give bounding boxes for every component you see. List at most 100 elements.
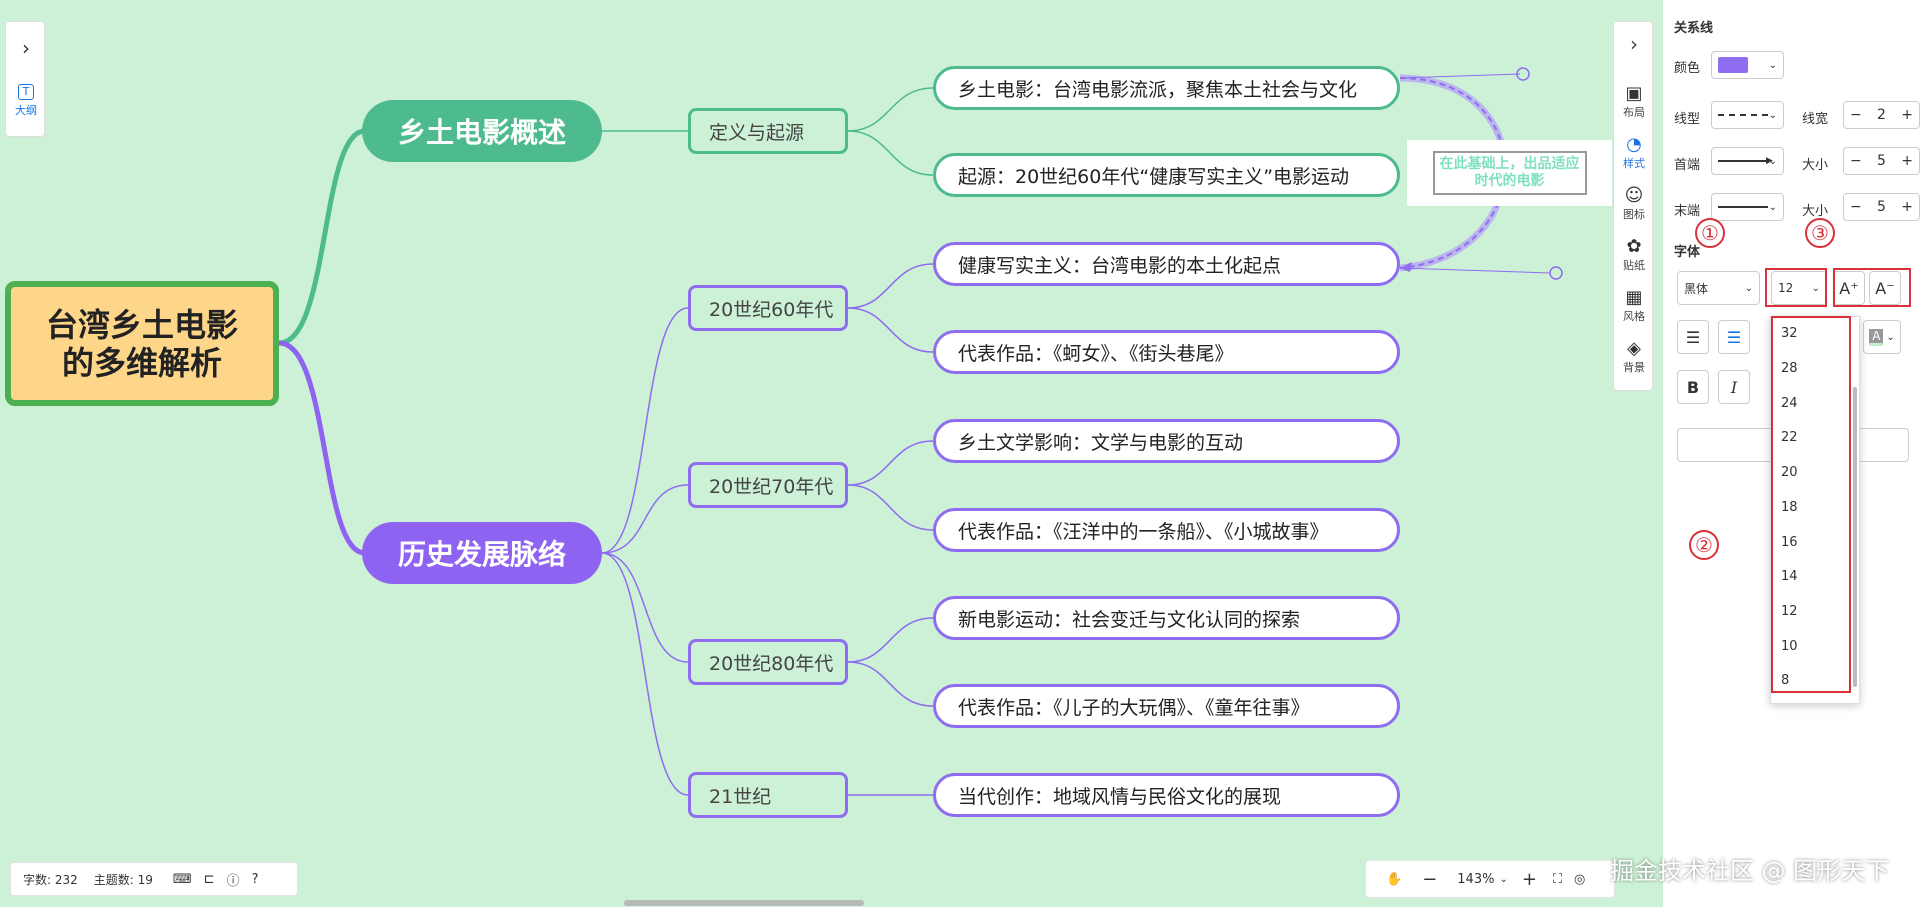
align-center-button[interactable]: ☰ xyxy=(1718,320,1750,354)
keyboard-icon[interactable]: ⌨ xyxy=(172,871,192,887)
branch-overview[interactable]: 乡土电影概述 xyxy=(362,100,602,162)
toolbar-stickers-label: 贴纸 xyxy=(1623,259,1645,272)
topic-count: 主题数: 19 xyxy=(93,872,153,887)
line-color-select[interactable]: ⌄ xyxy=(1711,51,1784,79)
font-size-option[interactable]: 16 xyxy=(1781,535,1798,550)
minus-icon[interactable]: − xyxy=(1850,107,1862,123)
style-panel: 关系线 颜色 ⌄ 线型 ⌄ 线宽 −2+ 首端 ▶ ⌄ 大小 −5+ 末端 ⌄ … xyxy=(1663,0,1920,907)
info-icon[interactable]: ⓘ xyxy=(226,873,240,889)
leaf-topic[interactable]: 起源：20世纪60年代“健康写实主义”电影运动 xyxy=(933,153,1400,197)
align-left-button[interactable]: ☰ xyxy=(1677,320,1709,354)
font-size-option[interactable]: 28 xyxy=(1781,361,1798,376)
minus-icon[interactable]: − xyxy=(1850,153,1862,169)
structure-icon[interactable]: ⊏ xyxy=(203,871,215,887)
arrow-line-icon xyxy=(1718,160,1768,162)
leaf-topic-text: 健康写实主义：台湾电影的本土化起点 xyxy=(958,254,1282,277)
font-size-option[interactable]: 22 xyxy=(1781,430,1798,445)
font-color-button[interactable]: A⌄ xyxy=(1863,320,1901,354)
toolbar-icons-label: 图标 xyxy=(1623,208,1645,221)
toolbar-stickers[interactable]: ✿贴纸 xyxy=(1614,237,1654,273)
end-size-stepper[interactable]: −5 + xyxy=(1843,193,1920,221)
relation-label-text[interactable]: 在此基础上，出品适应时代的电影 xyxy=(1432,151,1587,195)
subtopic-1960s[interactable]: 20世纪60年代 xyxy=(688,285,848,331)
root-topic[interactable]: 台湾乡土电影的多维解析 xyxy=(5,281,279,406)
section-title: 关系线 xyxy=(1674,21,1714,36)
subtopic-21st-century[interactable]: 21世纪 xyxy=(688,772,848,818)
toolbar-layout[interactable]: ▣布局 xyxy=(1614,84,1654,120)
chevron-down-icon: ⌄ xyxy=(1886,331,1895,343)
font-size-select[interactable]: 12 ⌄ xyxy=(1771,271,1827,305)
branch-history[interactable]: 历史发展脉络 xyxy=(362,522,602,584)
end-size-value: 5 xyxy=(1877,199,1886,215)
help-icon[interactable]: ? xyxy=(251,871,259,887)
zoom-out-icon[interactable]: − xyxy=(1422,868,1438,890)
font-size-option[interactable]: 8 xyxy=(1781,673,1790,688)
font-decrease-button[interactable]: A⁻ xyxy=(1869,271,1901,305)
font-size-option[interactable]: 12 xyxy=(1781,604,1798,619)
font-family-select[interactable]: 黑体 ⌄ xyxy=(1677,271,1760,305)
dropdown-scrollbar[interactable] xyxy=(1853,387,1857,687)
subtopic-1970s-text: 20世纪70年代 xyxy=(709,475,834,498)
zoom-in-icon[interactable]: + xyxy=(1521,868,1537,890)
chevron-down-icon[interactable]: ⌄ xyxy=(1499,873,1508,885)
subtopic-1970s[interactable]: 20世纪70年代 xyxy=(688,462,848,508)
minus-icon[interactable]: − xyxy=(1850,199,1862,215)
font-size-option[interactable]: 20 xyxy=(1781,465,1798,480)
toolbar-style-label: 样式 xyxy=(1623,157,1645,170)
toolbar-icons[interactable]: ☺ 图标 xyxy=(1614,186,1654,222)
font-increase-button[interactable]: A⁺ xyxy=(1833,271,1865,305)
end-arrow-select[interactable]: ⌄ xyxy=(1711,193,1784,221)
font-size-option[interactable]: 18 xyxy=(1781,500,1798,515)
chevron-down-icon: ⌄ xyxy=(1768,155,1777,167)
plus-icon[interactable]: + xyxy=(1901,199,1913,215)
leaf-topic[interactable]: 当代创作：地域风情与民俗文化的展现 xyxy=(933,773,1400,817)
toolbar-background[interactable]: ◈背景 xyxy=(1614,339,1654,375)
chevron-right-icon[interactable]: › xyxy=(22,36,30,60)
italic-button[interactable]: I xyxy=(1718,370,1750,404)
toolbar-background-label: 背景 xyxy=(1623,361,1645,374)
zoom-value[interactable]: 143% xyxy=(1457,871,1495,887)
arrow-head-icon: ▶ xyxy=(1766,156,1773,166)
plus-icon[interactable]: + xyxy=(1901,153,1913,169)
leaf-topic-text: 当代创作：地域风情与民俗文化的展现 xyxy=(958,785,1282,808)
toolbar-style[interactable]: ◔样式 xyxy=(1614,135,1654,171)
horizontal-scrollbar[interactable] xyxy=(624,900,864,906)
leaf-topic[interactable]: 新电影运动：社会变迁与文化认同的探索 xyxy=(933,596,1400,640)
leaf-topic-text: 代表作品：《蚵女》、《街头巷尾》 xyxy=(958,342,1234,365)
leaf-topic[interactable]: 代表作品：《蚵女》、《街头巷尾》 xyxy=(933,330,1400,374)
chevron-down-icon: ⌄ xyxy=(1811,282,1820,294)
toolbar-layout-label: 布局 xyxy=(1623,106,1645,119)
relation-label-box[interactable]: 在此基础上，出品适应时代的电影 xyxy=(1407,140,1612,206)
leaf-topic[interactable]: 乡土电影：台湾电影流派，聚焦本土社会与文化 xyxy=(933,66,1400,110)
fit-screen-icon[interactable]: ⛶ xyxy=(1552,871,1563,887)
font-size-value: 12 xyxy=(1778,281,1794,295)
subtopic-1980s[interactable]: 20世纪80年代 xyxy=(688,639,848,685)
leaf-topic[interactable]: 乡土文学影响：文学与电影的互动 xyxy=(933,419,1400,463)
locate-icon[interactable]: ◎ xyxy=(1574,871,1586,887)
start-size-stepper[interactable]: −5+ xyxy=(1843,147,1920,175)
subtopic-1960s-text: 20世纪60年代 xyxy=(709,298,834,321)
line-width-stepper[interactable]: −2+ xyxy=(1843,101,1920,129)
font-size-option[interactable]: 24 xyxy=(1781,396,1798,411)
hand-icon[interactable]: ✋ xyxy=(1386,871,1403,887)
left-outline-panel: › T 大纲 xyxy=(5,21,45,137)
toolbar-theme[interactable]: ▦风格 xyxy=(1614,288,1654,324)
outline-button[interactable]: T 大纲 xyxy=(6,84,46,118)
font-size-option[interactable]: 10 xyxy=(1781,639,1798,654)
start-arrow-select[interactable]: ▶ ⌄ xyxy=(1711,147,1784,175)
leaf-topic[interactable]: 代表作品：《儿子的大玩偶》、《童年往事》 xyxy=(933,684,1400,728)
line-type-select[interactable]: ⌄ xyxy=(1711,101,1784,129)
leaf-topic[interactable]: 代表作品：《汪洋中的一条船》、《小城故事》 xyxy=(933,508,1400,552)
chevron-right-icon[interactable]: › xyxy=(1630,32,1638,56)
font-size-option[interactable]: 14 xyxy=(1781,569,1798,584)
color-swatch xyxy=(1718,57,1748,73)
plus-icon[interactable]: + xyxy=(1901,107,1913,123)
dashed-line-icon xyxy=(1718,114,1768,116)
subtopic-definition[interactable]: 定义与起源 xyxy=(688,108,848,154)
chevron-down-icon: ⌄ xyxy=(1744,282,1753,294)
bold-button[interactable]: B xyxy=(1677,370,1709,404)
font-size-option[interactable]: 32 xyxy=(1781,326,1798,341)
leaf-topic[interactable]: 健康写实主义：台湾电影的本土化起点 xyxy=(933,242,1400,286)
start-size-label: 大小 xyxy=(1802,158,1829,173)
smiley-icon: ☺ xyxy=(1624,185,1644,206)
